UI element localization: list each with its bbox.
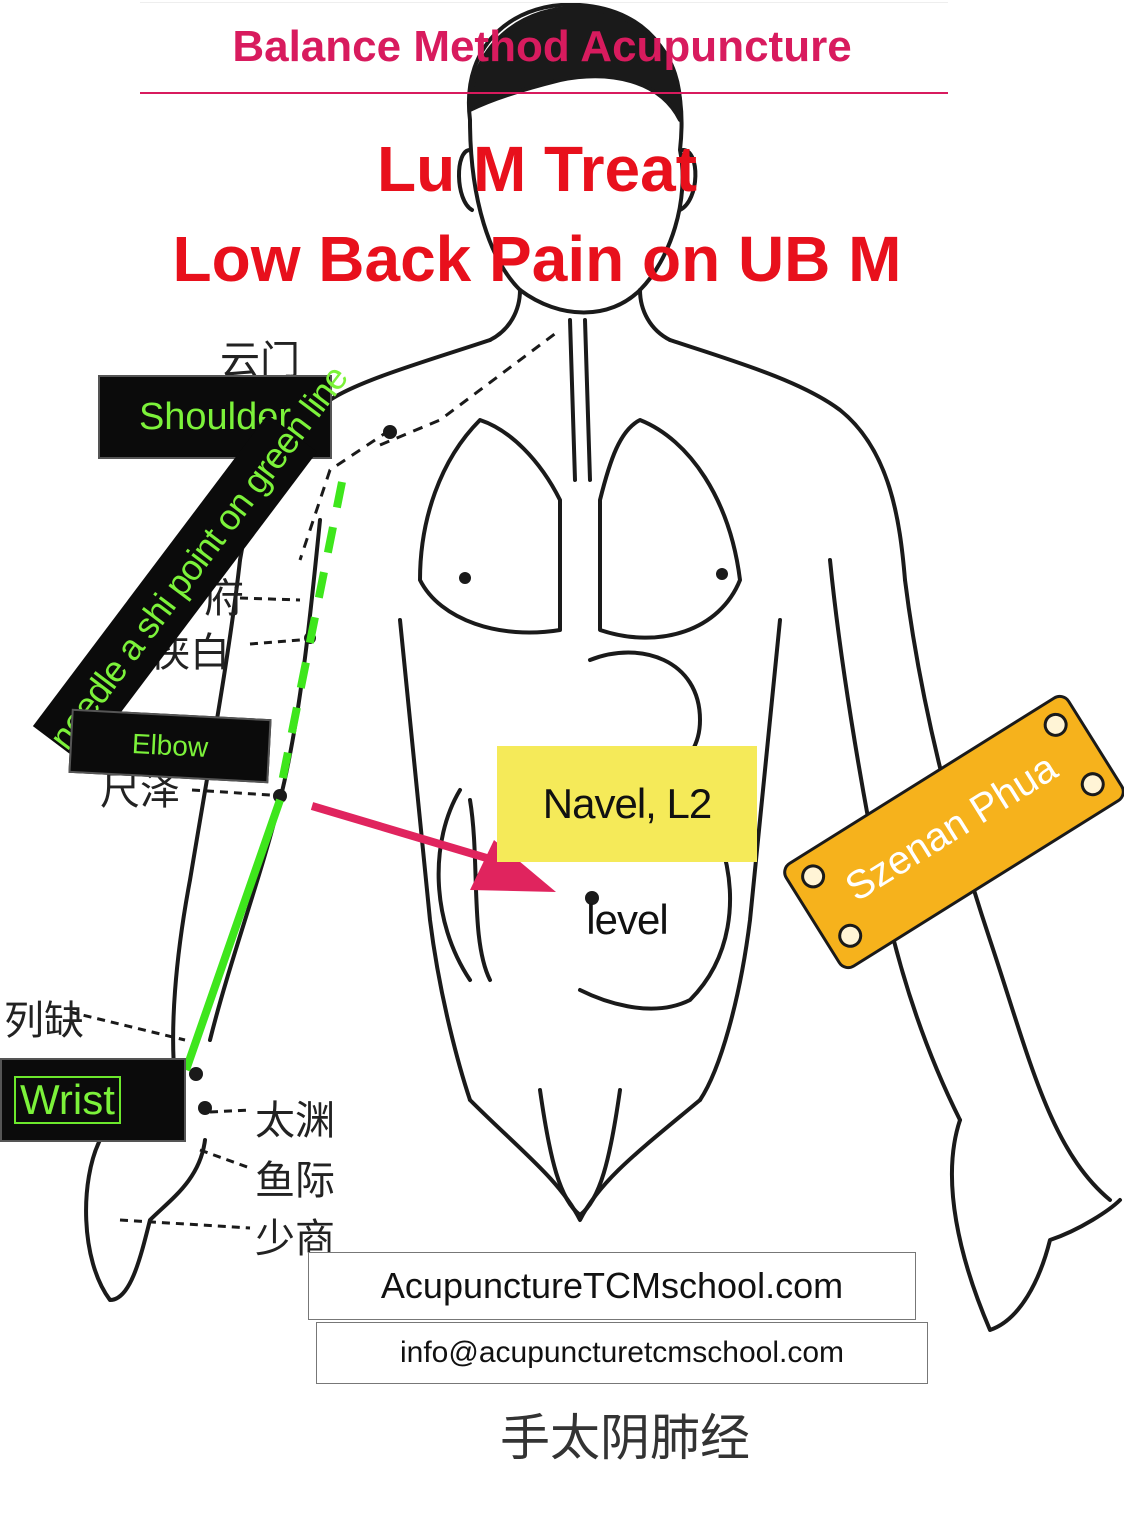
pelvis (468, 1098, 702, 1222)
left-nipple (459, 572, 471, 584)
right-nipple (716, 568, 728, 580)
top-rule (140, 2, 948, 3)
wrist-label: Wrist (0, 1058, 186, 1142)
title-line-1: Lu M Treat (376, 133, 698, 205)
meridian-caption: 手太阴肺经 (500, 1409, 750, 1467)
right-arm-outer (903, 578, 1112, 1202)
small-intestine (468, 798, 492, 982)
acupoint-lieque (189, 1067, 203, 1081)
head-outline (466, 2, 685, 315)
navel-arrow-head (470, 840, 556, 892)
right-lung (598, 418, 742, 640)
torso-left (398, 618, 472, 1102)
header-title: Balance Method Acupuncture (232, 22, 852, 71)
colon (436, 788, 732, 1011)
left-ear (457, 148, 474, 212)
left-arm-outer (171, 558, 242, 1082)
right-ear (678, 148, 698, 212)
green-line-upper-arm (276, 481, 346, 793)
trachea (568, 318, 592, 482)
email-link[interactable]: info@acupuncturetcmschool.com (316, 1322, 928, 1384)
navel-arrow-shaft (310, 802, 502, 866)
neck (488, 288, 672, 342)
title-line-2: Low Back Pain on UB M (172, 223, 902, 295)
acupoint-taiyuan (198, 1101, 212, 1115)
left-hand (84, 1138, 207, 1302)
navel-point (585, 891, 599, 905)
torso-right (698, 618, 782, 1102)
right-shoulder (668, 338, 907, 582)
point-label-yuji: 鱼际 (255, 1158, 335, 1204)
navel-label: Navel, L2 level (497, 746, 757, 943)
green-line-forearm (182, 798, 284, 1072)
header-rule (140, 92, 948, 94)
right-hand (949, 1118, 1122, 1332)
groin (538, 1088, 622, 1217)
point-label-lieque: 列缺 (4, 998, 84, 1044)
website-link[interactable]: AcupunctureTCMschool.com (308, 1252, 916, 1320)
left-lung (418, 418, 562, 635)
point-label-taiyuan: 太渊 (255, 1098, 335, 1144)
meridian-dashed-line (298, 328, 561, 561)
wrist-label-text: Wrist (14, 1076, 121, 1124)
elbow-label: Elbow (68, 708, 272, 784)
hair (468, 5, 683, 122)
acupoint-yunmen (383, 425, 397, 439)
